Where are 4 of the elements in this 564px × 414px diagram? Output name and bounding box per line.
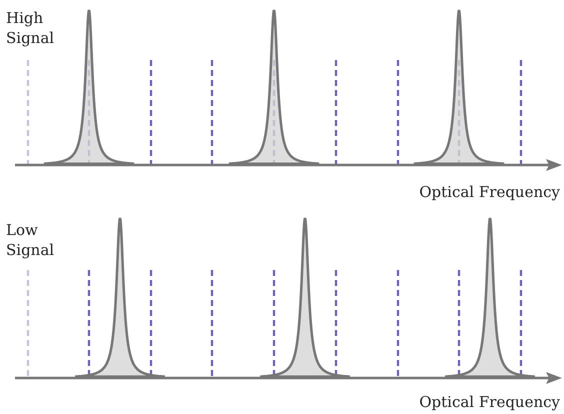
- axis-title: Optical Frequency: [419, 392, 560, 412]
- axis-title: Optical Frequency: [419, 182, 560, 202]
- axis-label: High Signal: [6, 8, 56, 48]
- axis-label: Low Signal: [6, 220, 56, 260]
